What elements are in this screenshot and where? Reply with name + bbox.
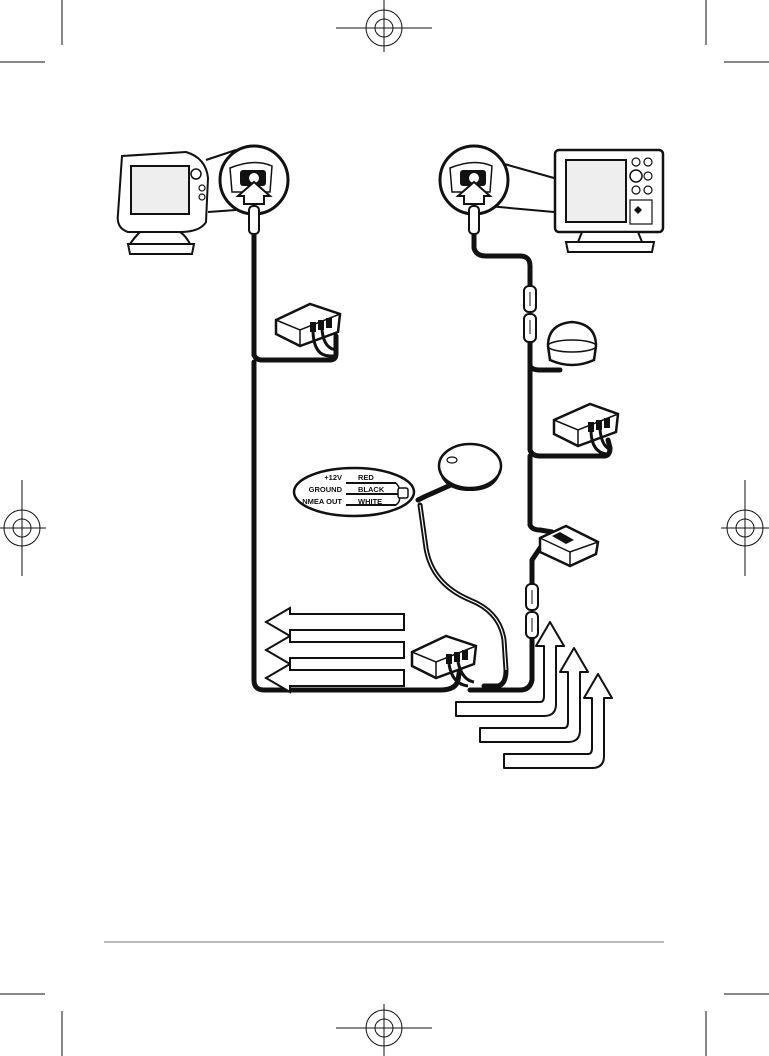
- left-fishfinder-unit: [118, 152, 208, 254]
- wiring-callout: +12V GROUND NMEA OUT RED BLACK WHITE: [294, 468, 414, 516]
- cable-connector-icon: [249, 206, 259, 234]
- cable-connector-icon: [469, 206, 479, 234]
- ethernet-switch-box: [412, 636, 476, 686]
- callout-terminal-12v: +12V: [324, 473, 342, 482]
- cable-connector-icon: [524, 286, 536, 342]
- right-port-callout: [440, 146, 554, 214]
- callout-wire-black: BLACK: [358, 485, 385, 494]
- callout-wire-red: RED: [358, 473, 374, 482]
- gps-puck-receiver: [439, 444, 501, 490]
- callout-terminal-ground: GROUND: [309, 485, 343, 494]
- footer-rule: [104, 941, 664, 943]
- gps-receiver-dome: [548, 322, 596, 365]
- callout-wire-white: WHITE: [358, 497, 382, 506]
- right-fishfinder-unit: [555, 150, 663, 252]
- left-port-callout: [206, 146, 288, 214]
- cable-connector-icon: [526, 584, 538, 638]
- callout-terminal-nmea-out: NMEA OUT: [302, 497, 342, 506]
- ethernet-switch-box: [276, 304, 340, 356]
- outline-arrow-icon: [266, 608, 404, 692]
